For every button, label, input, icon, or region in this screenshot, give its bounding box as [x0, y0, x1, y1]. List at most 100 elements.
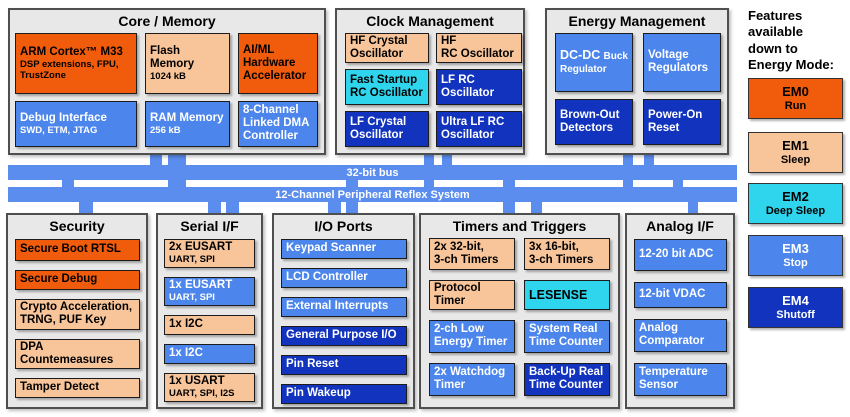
section-grid: ARM Cortex™ M33 DSP extensions, FPU, Tru…	[10, 32, 324, 147]
block-sublabel: 1024 kB	[150, 70, 186, 82]
block-sublabel: UART, SPI	[169, 254, 215, 266]
section-title: I/O Ports	[314, 218, 373, 234]
block-label: Secure Debug	[20, 273, 98, 286]
block-lcd-controller: LCD Controller	[281, 267, 407, 288]
block-label: Power-On Reset	[648, 108, 703, 134]
legend-label: EM1	[782, 137, 809, 153]
block-label: Analog Comparator	[639, 322, 705, 348]
block-label: Temperature Sensor	[639, 366, 708, 392]
block-label: HF Crystal Oscillator	[350, 34, 408, 60]
block-label: 2x 32-bit, 3-ch Timers	[434, 240, 499, 266]
block-ram-memory: RAM Memory 256 kB	[145, 100, 230, 147]
block-general-purpose-io: General Purpose I/O	[281, 325, 407, 346]
legend-label: EM3	[782, 240, 809, 256]
bus-connector	[673, 180, 683, 187]
block-label: Ultra LF RC Oscillator	[441, 115, 505, 141]
block-label: 12-bit VDAC	[639, 288, 706, 301]
bus-label: 12-Channel Peripheral Reflex System	[275, 188, 470, 201]
block-label: DPA Countemeasures	[20, 340, 114, 366]
block-label: LESENSE	[529, 287, 588, 302]
block-label: Tamper Detect	[20, 381, 100, 394]
block-low-energy-timer: 2-ch Low Energy Timer	[429, 319, 515, 353]
block-label: Flash Memory	[150, 44, 195, 70]
block-label: Fast Startup RC Oscillator	[350, 73, 423, 99]
block-vdac: 12-bit VDAC	[634, 281, 727, 308]
section-security: Security Secure Boot RTSL Secure Debug C…	[6, 213, 148, 409]
block-sublabel: DSP extensions, FPU, TrustZone	[20, 58, 119, 81]
block-pin-reset: Pin Reset	[281, 354, 407, 375]
block-secure-debug: Secure Debug	[15, 269, 140, 290]
section-title: Serial I/F	[180, 218, 239, 234]
legend-em2: EM2 Deep Sleep	[748, 183, 843, 224]
bus-connector	[531, 202, 542, 213]
section-title: Security	[49, 218, 105, 234]
section-title: Analog I/F	[646, 218, 714, 234]
block-label: Back-Up Real Time Counter	[529, 366, 604, 392]
block-1x-i2c-b: 1x I2C	[164, 343, 255, 364]
block-adc: 12-20 bit ADC	[634, 238, 727, 271]
section-analog-if: Analog I/F 12-20 bit ADC 12-bit VDAC Ana…	[625, 213, 735, 409]
block-2x-32bit-timers: 2x 32-bit, 3-ch Timers	[429, 237, 515, 270]
block-label: 12-20 bit ADC	[639, 248, 714, 261]
bus-connector	[688, 202, 698, 213]
block-debug-interface: Debug Interface SWD, ETM, JTAG	[15, 100, 137, 147]
block-ai-ml-accelerator: AI/ML Hardware Accelerator	[238, 32, 318, 94]
block-label: Brown-Out Detectors	[560, 108, 620, 134]
block-label: 3x 16-bit, 3-ch Timers	[529, 240, 594, 266]
block-sublabel: Buck Regulator	[560, 51, 628, 76]
legend-label: EM2	[782, 188, 809, 204]
block-label: 2x EUSART	[169, 241, 233, 254]
block-label: 1x EUSART	[169, 279, 233, 292]
block-lf-rc-oscillator: LF RC Oscillator	[436, 68, 522, 105]
bus-label: 32-bit bus	[346, 166, 399, 179]
section-timers-triggers: Timers and Triggers 2x 32-bit, 3-ch Time…	[419, 213, 620, 409]
block-dma-controller: 8-Channel Linked DMA Controller	[238, 100, 318, 147]
section-grid: Secure Boot RTSL Secure Debug Crypto Acc…	[8, 237, 146, 398]
energy-mode-legend: Features available down to Energy Mode: …	[748, 8, 845, 408]
block-label: Pin Wakeup	[286, 387, 351, 400]
block-label: 2x Watchdog Timer	[434, 366, 506, 392]
block-label: ARM Cortex™ M33	[20, 45, 123, 58]
section-io-ports: I/O Ports Keypad Scanner LCD Controller …	[272, 213, 415, 409]
bus-connector	[226, 202, 239, 213]
block-label: Keypad Scanner	[286, 242, 377, 255]
block-keypad-scanner: Keypad Scanner	[281, 238, 407, 259]
section-grid: 12-20 bit ADC 12-bit VDAC Analog Compara…	[627, 237, 733, 396]
block-label: DC-DC	[560, 48, 601, 63]
block-1x-eusart: 1x EUSART UART, SPI	[164, 276, 255, 306]
block-sublabel: SWD, ETM, JTAG	[20, 124, 98, 136]
block-crypto-acceleration: Crypto Acceleration, TRNG, PUF Key	[15, 298, 140, 330]
block-1x-i2c-a: 1x I2C	[164, 314, 255, 335]
legend-sublabel: Deep Sleep	[765, 204, 826, 217]
legend-em0: EM0 Run	[748, 78, 843, 119]
block-label: Secure Boot RTSL	[20, 243, 121, 256]
block-label: Voltage Regulators	[648, 49, 709, 75]
block-dpa-countermeasures: DPA Countemeasures	[15, 338, 140, 369]
legend-label: EM4	[782, 292, 809, 308]
legend-label: EM0	[782, 83, 809, 99]
block-tamper-detect: Tamper Detect	[15, 377, 140, 398]
bus-connector	[79, 202, 93, 213]
bus-peripheral-reflex-system: 12-Channel Peripheral Reflex System	[8, 187, 737, 202]
block-analog-comparator: Analog Comparator	[634, 318, 727, 352]
section-serial-if: Serial I/F 2x EUSART UART, SPI 1x EUSART…	[156, 213, 263, 409]
block-dcdc-buck-regulator: DC-DC Buck Regulator	[555, 32, 633, 92]
block-1x-usart: 1x USART UART, SPI, I2S	[164, 372, 255, 402]
section-title: Clock Management	[366, 13, 494, 29]
block-secure-boot-rtsl: Secure Boot RTSL	[15, 238, 140, 261]
block-voltage-regulators: Voltage Regulators	[643, 32, 721, 92]
block-ultra-lf-rc-oscillator: Ultra LF RC Oscillator	[436, 110, 522, 147]
block-lf-crystal-oscillator: LF Crystal Oscillator	[345, 110, 429, 147]
section-grid: HF Crystal Oscillator HF RC Oscillator F…	[337, 32, 523, 147]
section-title: Timers and Triggers	[452, 218, 587, 234]
bus-32bit: 32-bit bus	[8, 165, 737, 180]
block-power-on-reset: Power-On Reset	[643, 98, 721, 145]
section-grid: 2x EUSART UART, SPI 1x EUSART UART, SPI …	[158, 237, 261, 402]
block-pin-wakeup: Pin Wakeup	[281, 383, 407, 404]
block-temperature-sensor: Temperature Sensor	[634, 362, 727, 396]
legend-sublabel: Stop	[783, 256, 808, 269]
block-2x-eusart: 2x EUSART UART, SPI	[164, 238, 255, 268]
legend-em1: EM1 Sleep	[748, 132, 843, 173]
block-label: Protocol Timer	[434, 281, 481, 307]
